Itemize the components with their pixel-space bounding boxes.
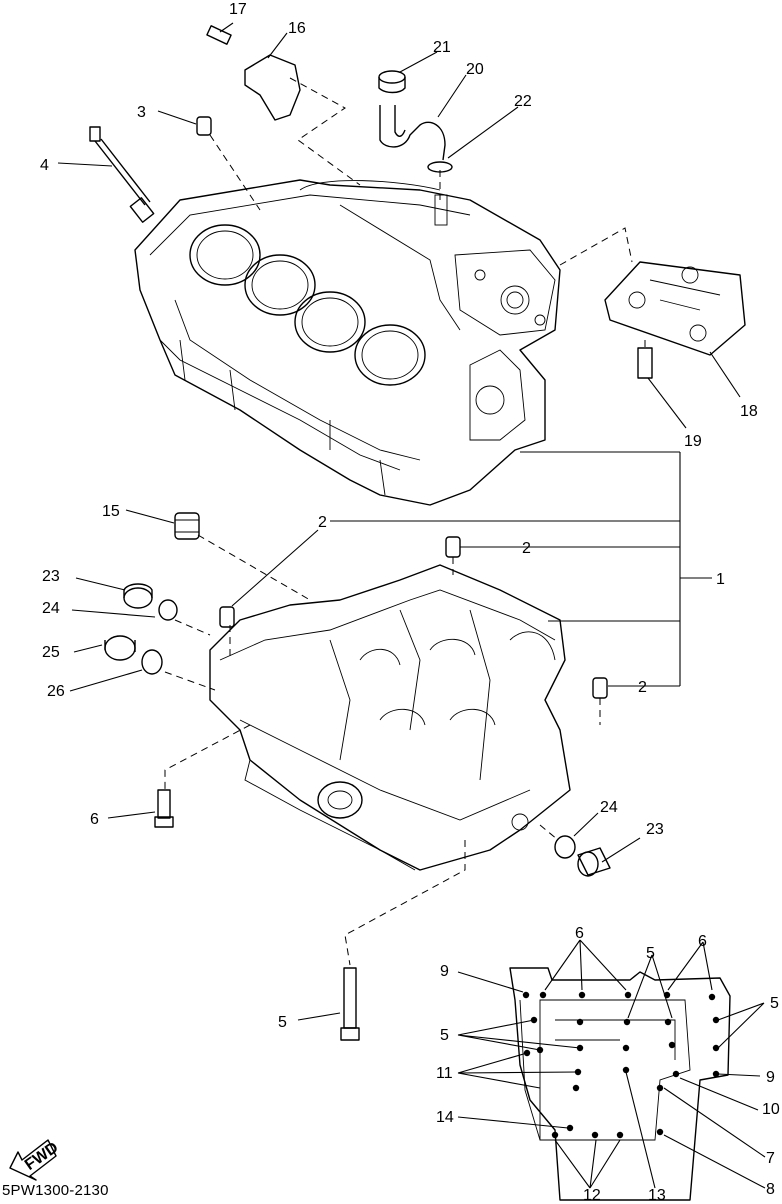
callout-inset-5-right: 5 (770, 995, 779, 1012)
callout-inset-9-left: 9 (440, 963, 449, 980)
cover-16 (244, 54, 301, 121)
callout-inset-5-left: 5 (440, 1027, 449, 1044)
callout-23-right: 23 (646, 821, 664, 838)
callout-inset-6-left: 6 (575, 925, 584, 942)
callout-20: 20 (466, 61, 484, 78)
callout-numbers: 17 16 21 20 22 3 4 18 19 15 2 2 1 2 23 2… (40, 1, 780, 1204)
callout-6: 6 (90, 811, 99, 828)
callout-26: 26 (47, 683, 65, 700)
callout-4: 4 (40, 157, 49, 174)
plug-25 (104, 635, 136, 661)
drawing-code: 5PW1300-2130 (2, 1182, 109, 1199)
callout-17: 17 (229, 1, 247, 18)
bolt-17 (206, 25, 232, 45)
callout-15: 15 (102, 503, 120, 520)
oring-24-left (158, 599, 178, 621)
cover-18 (604, 261, 746, 356)
clamp-21 (378, 70, 406, 94)
bolt-5 (340, 967, 360, 1041)
callout-inset-8: 8 (766, 1181, 775, 1198)
callout-25: 25 (42, 644, 60, 661)
callout-inset-6-right: 6 (698, 933, 707, 950)
callout-inset-10: 10 (762, 1101, 780, 1118)
callout-23-left: 23 (42, 568, 60, 585)
leader-lines (57, 22, 741, 1021)
callout-24-right: 24 (600, 799, 618, 816)
callout-5: 5 (278, 1014, 287, 1031)
callout-inset-11: 11 (436, 1065, 453, 1082)
stud-4 (89, 126, 155, 223)
callout-19: 19 (684, 433, 702, 450)
bolt-dots (522, 991, 720, 1139)
dowel-3 (196, 116, 212, 136)
upper-crankcase (134, 179, 561, 506)
callout-inset-9-right: 9 (766, 1069, 775, 1086)
oring-26 (141, 649, 163, 675)
callout-inset-5-top: 5 (646, 945, 655, 962)
callout-2c: 2 (638, 679, 647, 696)
callout-2a: 2 (318, 514, 327, 531)
callout-2b: 2 (522, 540, 531, 557)
callout-16: 16 (288, 20, 306, 37)
plug-23-left (123, 583, 153, 609)
plug-15 (174, 512, 200, 540)
callout-inset-12: 12 (583, 1187, 601, 1204)
oring-24-right (554, 835, 576, 859)
plug-23-right (577, 847, 611, 877)
bolt-19 (637, 347, 653, 379)
fwd-arrow-icon: FWD (9, 1139, 61, 1181)
callout-3: 3 (137, 104, 146, 121)
callout-inset-13: 13 (648, 1187, 666, 1204)
bolt-pattern-inset (457, 939, 766, 1201)
bolt-6 (154, 789, 174, 828)
callout-21: 21 (433, 39, 451, 56)
callout-inset-7: 7 (766, 1150, 775, 1167)
callout-1: 1 (716, 571, 725, 588)
lower-crankcase (209, 564, 571, 871)
callout-18: 18 (740, 403, 758, 420)
callout-24-left: 24 (42, 600, 60, 617)
hose-20 (379, 105, 446, 161)
callout-inset-14: 14 (436, 1109, 454, 1126)
callout-22: 22 (514, 93, 532, 110)
dowels-2 (219, 536, 608, 699)
